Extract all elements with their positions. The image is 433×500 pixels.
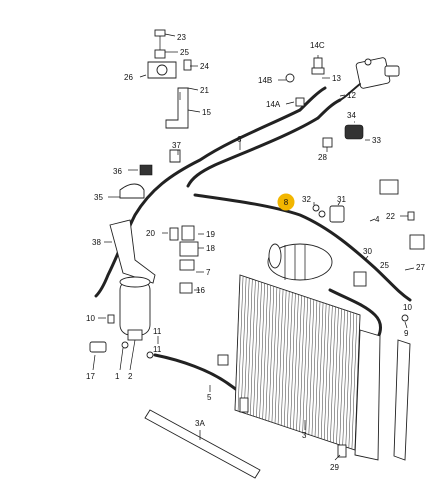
label-13: 13	[332, 74, 341, 83]
label-14c: 14C	[310, 41, 325, 50]
label-25: 25	[380, 261, 389, 270]
label-35: 35	[94, 193, 103, 202]
leader-lines	[92, 33, 415, 461]
fittings-31-32	[312, 204, 345, 223]
label-10a: 10	[86, 314, 95, 323]
label-36: 36	[113, 167, 122, 176]
label-1: 1	[115, 372, 120, 381]
label-3: 3	[302, 431, 307, 440]
label-31: 31	[337, 195, 346, 204]
condenser	[234, 274, 411, 461]
expansion-valve	[339, 57, 400, 101]
label-11a: 11	[153, 327, 162, 336]
clips-left	[119, 149, 181, 199]
label-30: 30	[363, 247, 372, 256]
hose-lines	[94, 86, 412, 410]
small-parts	[89, 179, 425, 458]
label-18: 18	[206, 244, 215, 253]
label-17: 17	[86, 372, 95, 381]
label-32: 32	[302, 195, 311, 204]
label-6: 6	[237, 135, 242, 144]
label-2: 2	[128, 372, 133, 381]
label-11b: 11	[153, 345, 162, 354]
seal-3a	[144, 409, 261, 479]
label-3a: 3A	[195, 419, 205, 428]
label-29: 29	[330, 463, 339, 472]
label-12: 12	[347, 91, 356, 100]
label-33: 33	[372, 136, 381, 145]
label-4: 4	[375, 215, 380, 224]
label-9: 9	[404, 329, 409, 338]
label-38: 38	[92, 238, 101, 247]
label-21: 21	[200, 86, 209, 95]
callout-labels: 23 25 26 24 21 15 14C 14B 14A 13 12 34 3…	[86, 33, 425, 472]
svg-text:8: 8	[284, 198, 289, 207]
label-24: 24	[200, 62, 209, 71]
bracket-38	[109, 219, 199, 294]
label-14a: 14A	[266, 100, 281, 109]
label-14b: 14B	[258, 76, 272, 85]
highlight-marker-8: 8	[277, 193, 295, 211]
label-23: 23	[177, 33, 186, 42]
label-10b: 10	[403, 303, 412, 312]
receiver-drier	[119, 276, 151, 341]
label-16: 16	[196, 286, 205, 295]
bracket-parts	[147, 29, 192, 129]
label-34: 34	[347, 111, 356, 120]
label-15: 15	[202, 108, 211, 117]
label-5: 5	[207, 393, 212, 402]
label-28: 28	[318, 153, 327, 162]
fittings-14	[285, 57, 364, 152]
label-27: 27	[416, 263, 425, 272]
label-26: 26	[124, 73, 133, 82]
label-7: 7	[206, 268, 211, 277]
label-20: 20	[146, 229, 155, 238]
compressor	[267, 243, 333, 281]
label-22: 22	[386, 212, 395, 221]
label-19: 19	[206, 230, 215, 239]
label-37: 37	[172, 141, 181, 150]
label-25: 25	[180, 48, 189, 57]
